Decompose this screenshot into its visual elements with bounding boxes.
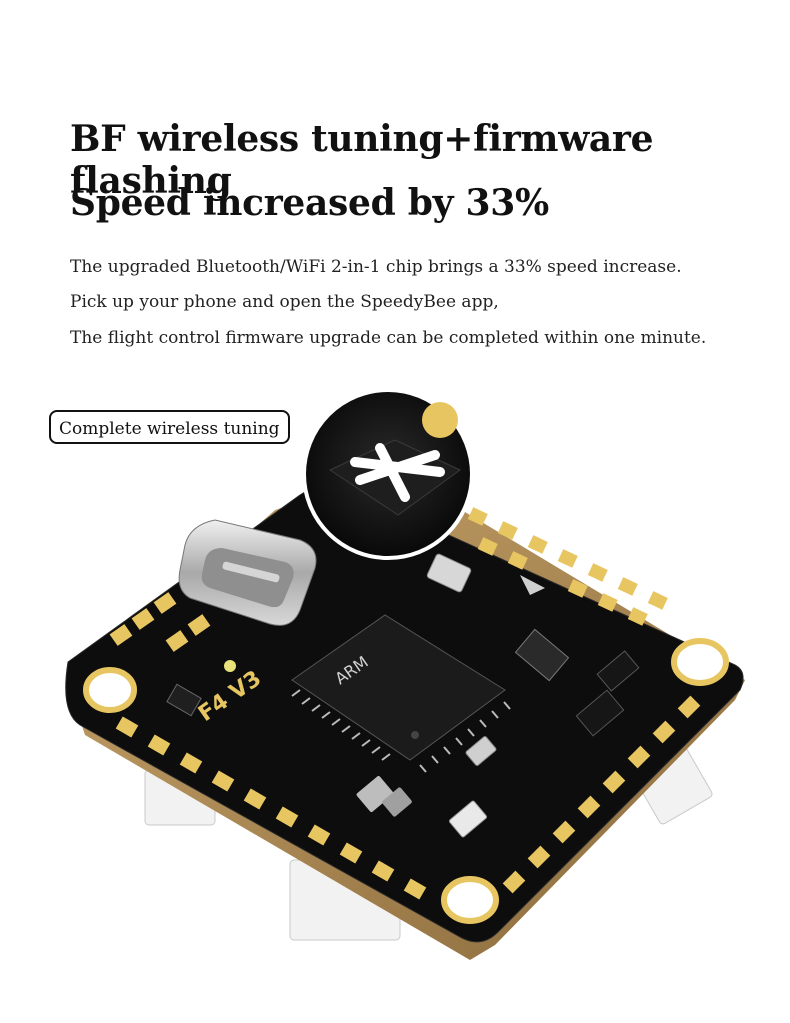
pads-left	[109, 592, 427, 900]
description-line-3: The flight control firmware upgrade can …	[70, 328, 707, 348]
wireless-tuning-callout: Complete wireless tuning	[49, 410, 290, 444]
headline-line-2: Speed increased by 33%	[70, 182, 549, 224]
usb-c-port	[178, 519, 317, 626]
flight-controller-image: ARM F4 V3	[65, 388, 745, 960]
description-line-1: The upgraded Bluetooth/WiFi 2-in-1 chip …	[70, 257, 682, 277]
smd-components	[166, 553, 640, 838]
description-line-2: Pick up your phone and open the SpeedyBe…	[70, 292, 499, 312]
mcu-chip: ARM	[291, 614, 511, 773]
bluetooth-icon	[350, 443, 445, 502]
mounting-holes	[83, 638, 729, 924]
headline-line-1: BF wireless tuning+firmware flashing	[70, 118, 654, 202]
pads-right	[467, 507, 701, 894]
zoom-bubble	[302, 388, 474, 560]
